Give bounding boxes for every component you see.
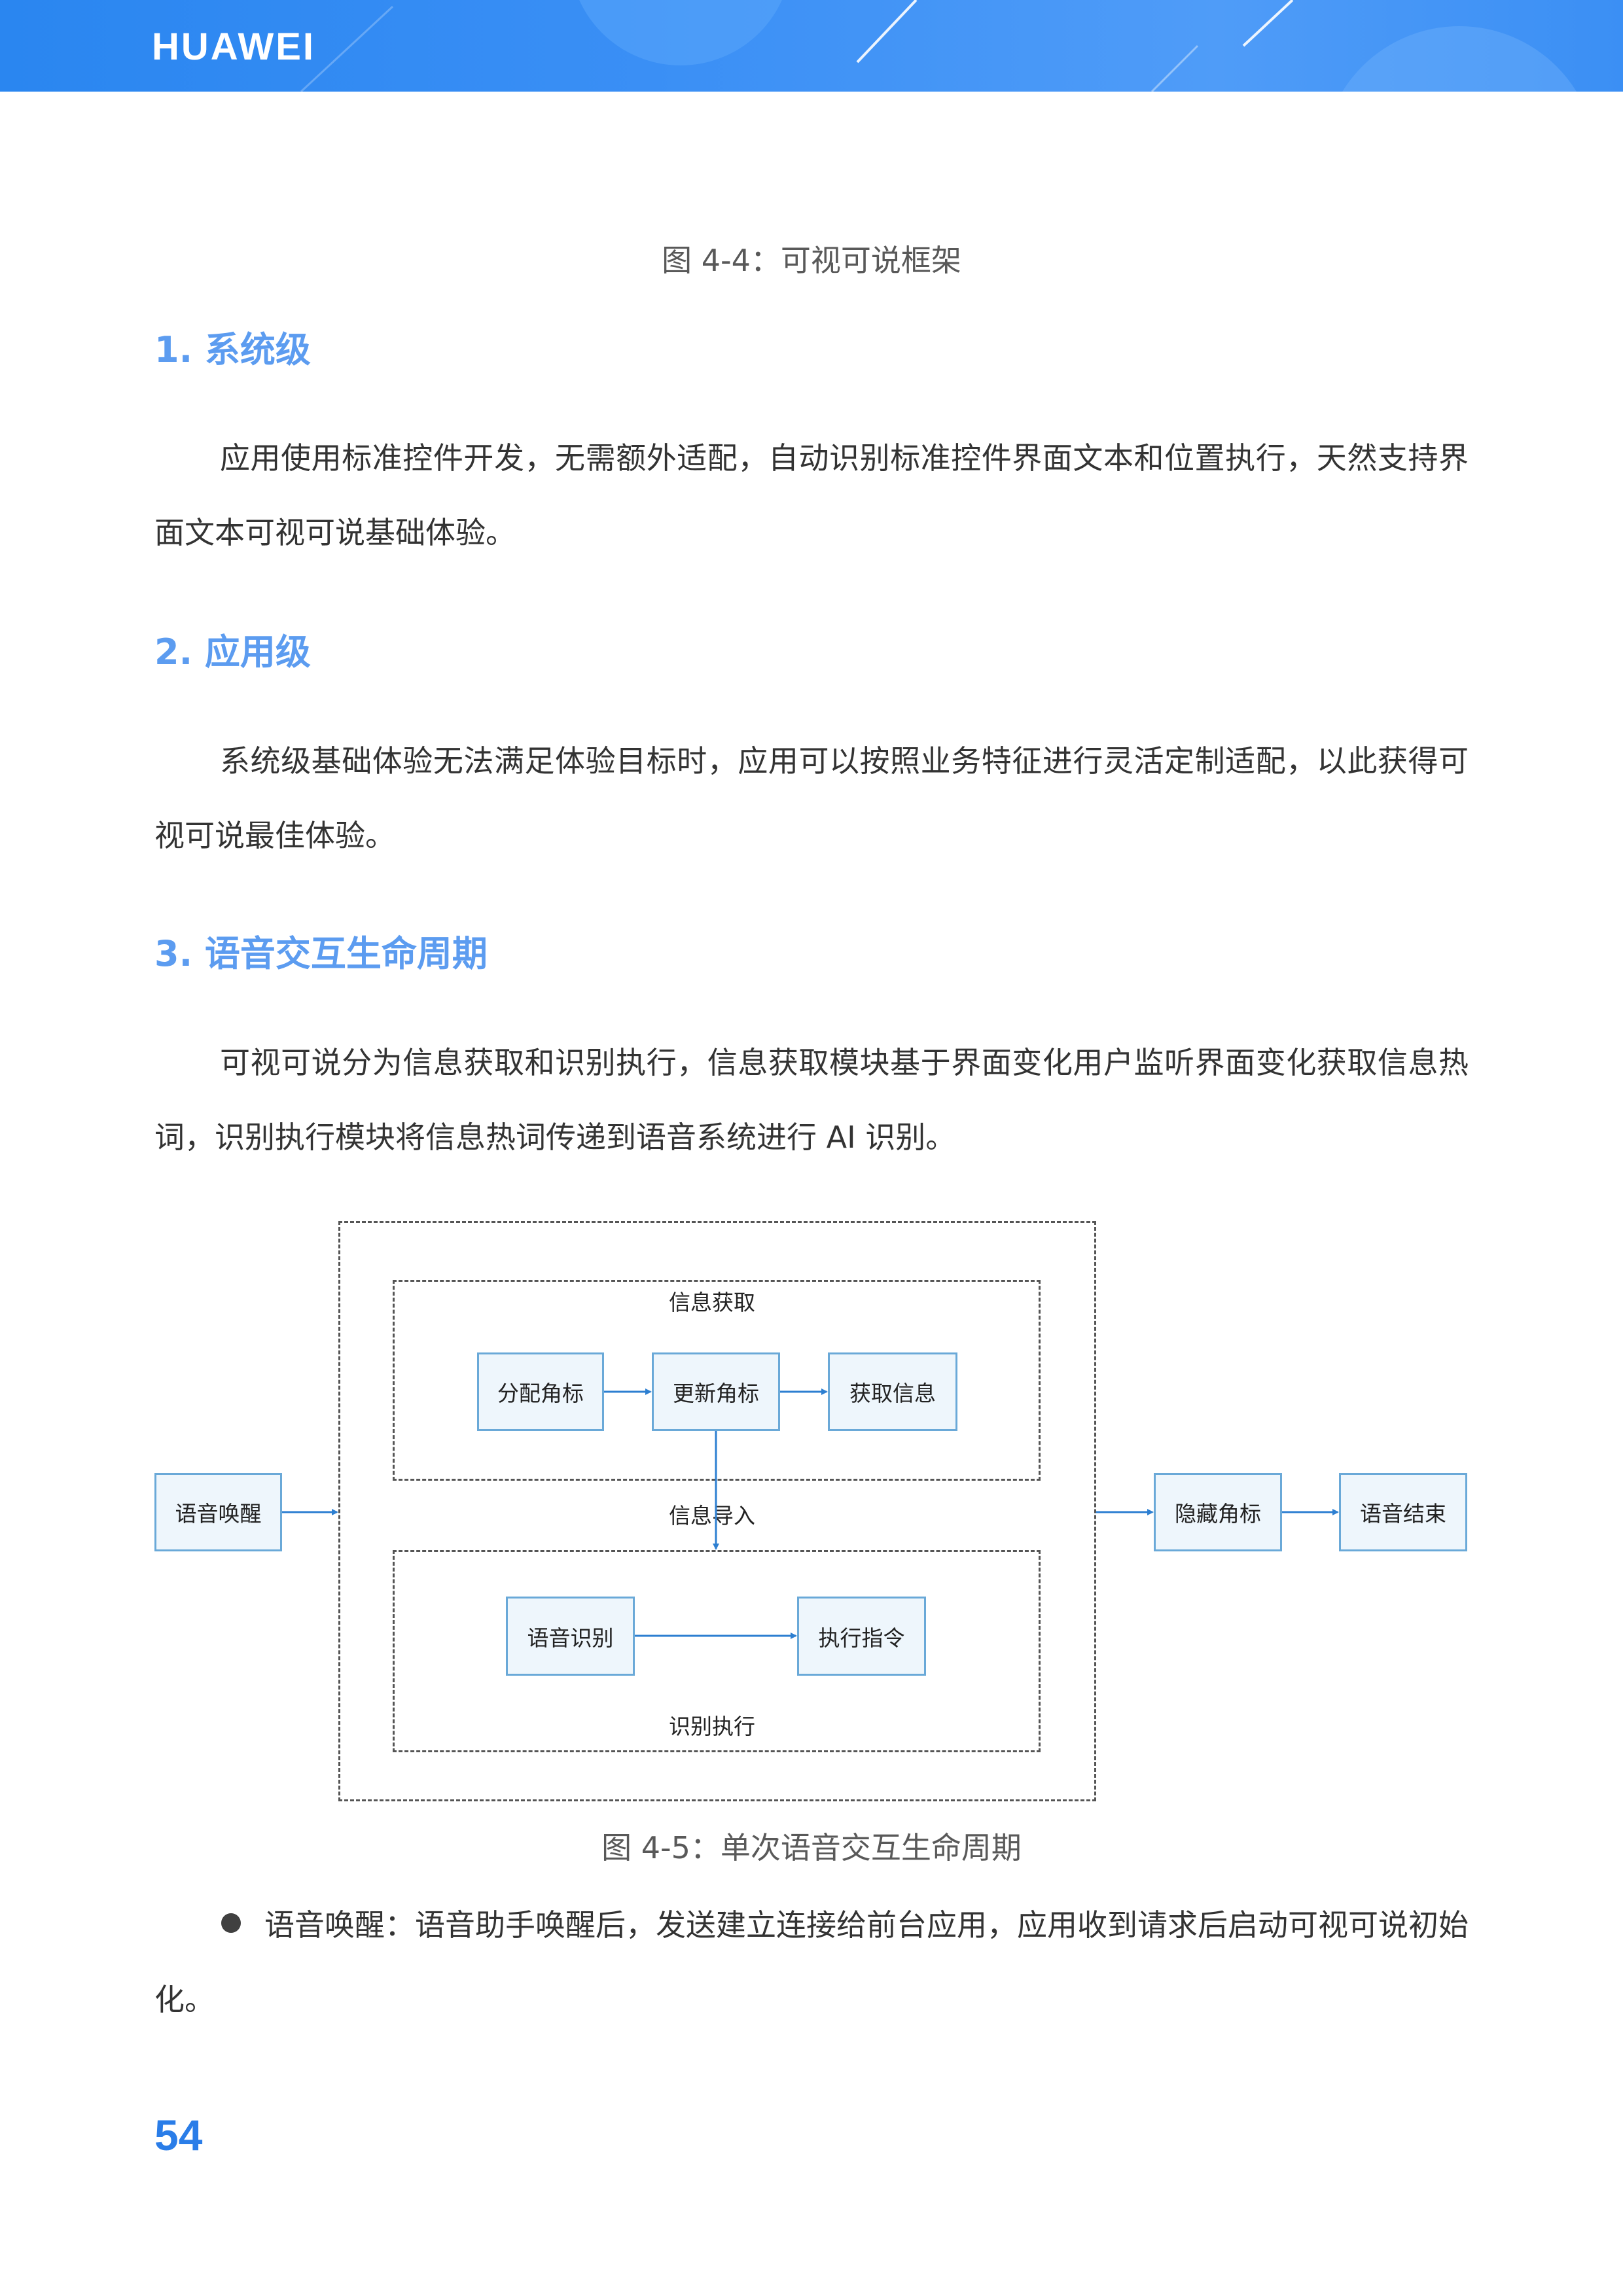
node-fetch-info: 获取信息: [828, 1352, 957, 1431]
header-decoration-icon: [300, 0, 1577, 92]
node-hide-badge: 隐藏角标: [1154, 1473, 1282, 1551]
bullet-dot-icon: [221, 1913, 241, 1933]
outer-frame: [338, 1221, 1096, 1801]
section-text-system: 应用使用标准控件开发，无需额外适配，自动识别标准控件界面文本和位置执行，天然支持…: [154, 440, 1469, 550]
section-heading-app: 2. 应用级: [154, 631, 311, 673]
node-execute-command: 执行指令: [797, 1597, 926, 1676]
bullet-voice-wake: 语音唤醒：语音助手唤醒后，发送建立连接给前台应用，应用收到请求后启动可视可说初始…: [154, 1888, 1469, 2037]
figure-caption-4-5: 图 4-5：单次语音交互生命周期: [601, 1830, 1022, 1865]
section-text-lifecycle: 可视可说分为信息获取和识别执行，信息获取模块基于界面变化用户监听界面变化获取信息…: [154, 1045, 1469, 1155]
node-assign-badge: 分配角标: [477, 1352, 604, 1431]
section-heading-lifecycle: 3. 语音交互生命周期: [154, 933, 488, 974]
page-header: HUAWEI: [0, 0, 1623, 92]
group-recognize-execute: [393, 1550, 1041, 1752]
group-recognize-execute-label: 识别执行: [669, 1714, 755, 1739]
node-voice-wake: 语音唤醒: [154, 1473, 282, 1551]
bullet-voice-wake-text: 语音唤醒：语音助手唤醒后，发送建立连接给前台应用，应用收到请求后启动可视可说初始…: [154, 1907, 1469, 2017]
node-voice-end: 语音结束: [1339, 1473, 1467, 1551]
info-import-label: 信息导入: [669, 1503, 755, 1528]
group-info-fetch-label: 信息获取: [669, 1290, 755, 1315]
figure-caption-4-4: 图 4-4：可视可说框架: [662, 243, 961, 278]
page-number: 54: [154, 2111, 203, 2159]
node-update-badge: 更新角标: [652, 1352, 780, 1431]
brand-logo: HUAWEI: [152, 26, 315, 68]
section-text-app: 系统级基础体验无法满足体验目标时，应用可以按照业务特征进行灵活定制适配，以此获得…: [154, 743, 1469, 853]
node-voice-recognize: 语音识别: [506, 1597, 635, 1676]
section-heading-system: 1. 系统级: [154, 329, 311, 370]
